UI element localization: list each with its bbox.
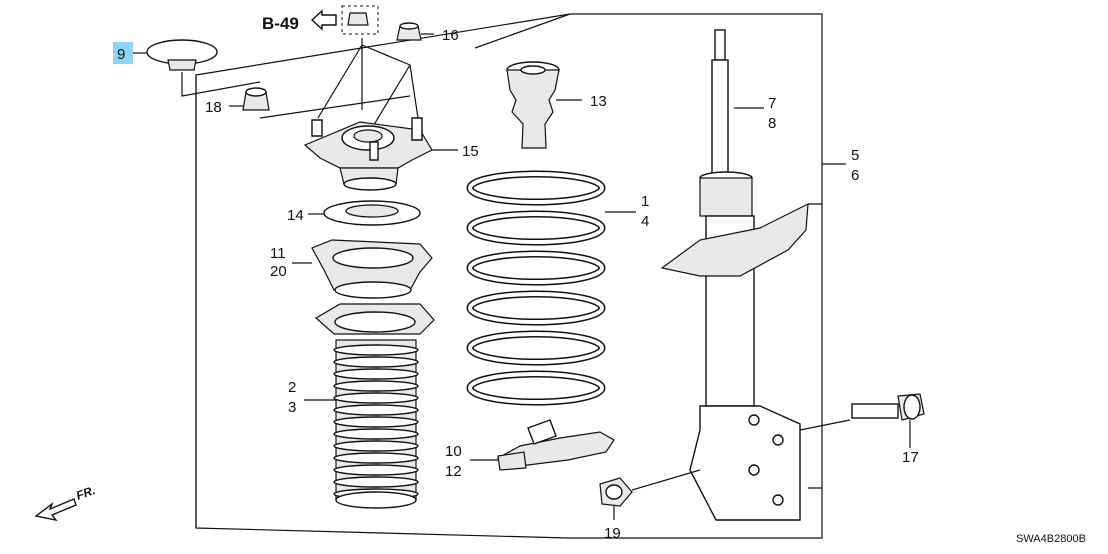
lower-insulator-10	[496, 419, 615, 471]
callout-15: 15	[462, 143, 479, 160]
callout-12: 12	[445, 463, 462, 480]
callout-9-highlight	[113, 42, 133, 64]
cap-9	[146, 39, 218, 71]
callout-10: 10	[445, 443, 462, 460]
fr-arrow-icon	[34, 498, 77, 522]
dust-boot-2	[314, 303, 435, 509]
callout-4: 4	[641, 213, 649, 230]
spring-coil-highlight	[468, 252, 604, 284]
strut-5	[660, 29, 809, 521]
leader-17-link	[799, 419, 851, 431]
boot-rib	[333, 464, 419, 476]
boot-rib	[333, 440, 419, 452]
arrow-left-icon	[310, 9, 337, 31]
coil-spring-1	[466, 170, 606, 406]
callout-11: 11	[270, 245, 286, 262]
upper-mount-15	[303, 117, 433, 191]
spring-seat-14	[323, 200, 421, 226]
spring-coil-highlight	[468, 372, 604, 404]
callout-6: 6	[851, 167, 859, 184]
callout-18: 18	[205, 99, 222, 116]
reference-box	[341, 5, 379, 35]
boot-rib	[333, 368, 419, 380]
nut-16	[396, 22, 422, 41]
reference-label: B-49	[262, 14, 299, 33]
nut-18	[242, 87, 270, 111]
callout-3: 3	[288, 399, 296, 416]
spring-coil-highlight	[468, 332, 604, 364]
callout-13: 13	[590, 93, 607, 110]
direction-label: FR.	[74, 483, 97, 503]
leader-9-link	[181, 72, 261, 97]
leader-19-link	[631, 469, 701, 491]
callout-16: 16	[442, 27, 459, 44]
diagram-code: SWA4B2800B	[1016, 533, 1086, 545]
spring-coil-highlight	[468, 172, 604, 204]
callout-9: 9	[117, 46, 125, 63]
bump-stop-13	[506, 61, 560, 149]
nut-icon	[347, 12, 369, 26]
callout-19: 19	[604, 525, 621, 542]
boot-rib	[333, 404, 419, 416]
callout-2: 2	[288, 379, 296, 396]
callout-1: 1	[641, 193, 649, 210]
stud-leaders	[317, 38, 419, 129]
boot-rib	[333, 428, 419, 440]
bolt-17	[851, 393, 925, 421]
spring-mount-11	[311, 239, 433, 299]
spring-coil-highlight	[468, 212, 604, 244]
boot-rib	[333, 416, 419, 428]
callout-7: 7	[768, 95, 776, 112]
nut-19	[599, 477, 633, 507]
boot-rib	[333, 476, 419, 488]
boot-rib	[333, 380, 419, 392]
boot-rib	[333, 344, 419, 356]
spring-coil-highlight	[468, 292, 604, 324]
frame-edge	[474, 13, 571, 49]
callout-17: 17	[902, 449, 919, 466]
callout-14: 14	[287, 207, 304, 224]
callout-20: 20	[270, 263, 287, 280]
boot-rib	[333, 356, 419, 368]
boot-rib	[333, 392, 419, 404]
boot-rib	[333, 452, 419, 464]
leader-18-link	[259, 95, 411, 119]
callout-8: 8	[768, 115, 776, 132]
leader-5-bracket	[808, 203, 822, 489]
callout-5: 5	[851, 147, 859, 164]
front-direction-arrow: FR.	[34, 483, 97, 522]
